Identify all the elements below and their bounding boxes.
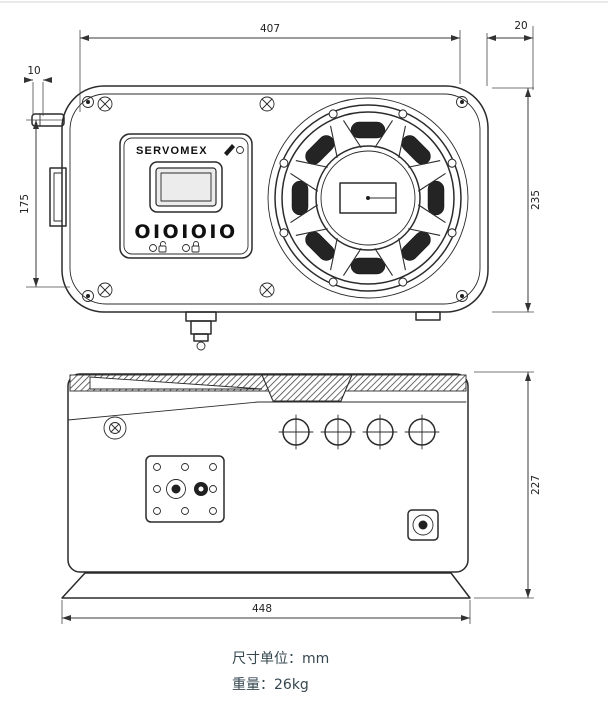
fan-ribs xyxy=(290,120,446,276)
dimension-20: 20 xyxy=(486,20,534,90)
port-hole-icon xyxy=(320,414,356,450)
screw-icon xyxy=(259,96,275,112)
weight-note: 重量：26kg xyxy=(232,677,309,693)
cable-gland xyxy=(185,311,217,351)
keypad-row: OIOIOIO xyxy=(134,221,237,243)
control-panel: SERVOMEX OIOIOIO xyxy=(119,133,253,259)
mounting-flange xyxy=(145,455,225,523)
front-view: SERVOMEX OIOIOIO xyxy=(31,85,489,351)
port-hole-icons xyxy=(278,414,440,450)
port-hole-icon xyxy=(278,414,314,450)
dimension-227: 227 xyxy=(474,371,542,599)
unit-note: 尺寸单位：mm xyxy=(232,651,329,667)
dim-label-20: 20 xyxy=(514,20,527,32)
dimension-235: 235 xyxy=(492,87,542,313)
screw-icon xyxy=(97,282,113,298)
port-hole-icon xyxy=(404,414,440,450)
screw-icon xyxy=(103,416,127,440)
port-hole-icon xyxy=(362,414,398,450)
panel-screw-icons xyxy=(97,96,275,298)
lock-closed-icon xyxy=(182,241,200,253)
blower-fan xyxy=(267,97,469,299)
footer-notes: 尺寸单位：mm 重量：26kg xyxy=(232,651,329,693)
small-connector xyxy=(407,509,439,541)
brand-label: SERVOMEX xyxy=(136,145,208,157)
dim-label-235: 235 xyxy=(530,190,542,210)
front-body-inner-outline xyxy=(69,93,481,305)
panel-crease-line xyxy=(67,401,467,421)
fan-hub xyxy=(339,182,397,214)
dimension-407: 407 xyxy=(79,23,461,112)
screw-icon xyxy=(259,282,275,298)
fan-vent-slots xyxy=(291,121,445,275)
base-plate xyxy=(61,572,471,599)
display-screen xyxy=(149,161,223,213)
dim-label-10: 10 xyxy=(27,65,40,77)
bottom-right-tab xyxy=(415,311,441,321)
fan-rim-bolt-icons xyxy=(279,109,457,287)
dimension-175: 175 xyxy=(19,119,70,288)
dim-label-407: 407 xyxy=(260,23,280,35)
screw-icon xyxy=(97,96,113,112)
dimension-10: 10 xyxy=(24,65,52,116)
lock-open-icon xyxy=(149,241,167,253)
bottom-body-outline xyxy=(67,373,469,573)
bottom-view xyxy=(61,373,471,599)
pencil-icon xyxy=(224,144,235,156)
top-hatched-band xyxy=(69,374,467,402)
dim-label-175: 175 xyxy=(19,194,31,214)
left-bracket xyxy=(49,167,67,227)
dim-label-448: 448 xyxy=(252,603,272,615)
lid-wedge xyxy=(89,376,263,390)
corner-bolt-icons xyxy=(82,96,468,302)
dim-label-227: 227 xyxy=(530,475,542,495)
center-vent-notch xyxy=(261,374,353,402)
dimension-448: 448 xyxy=(61,600,471,624)
indicator-dot xyxy=(236,146,244,154)
